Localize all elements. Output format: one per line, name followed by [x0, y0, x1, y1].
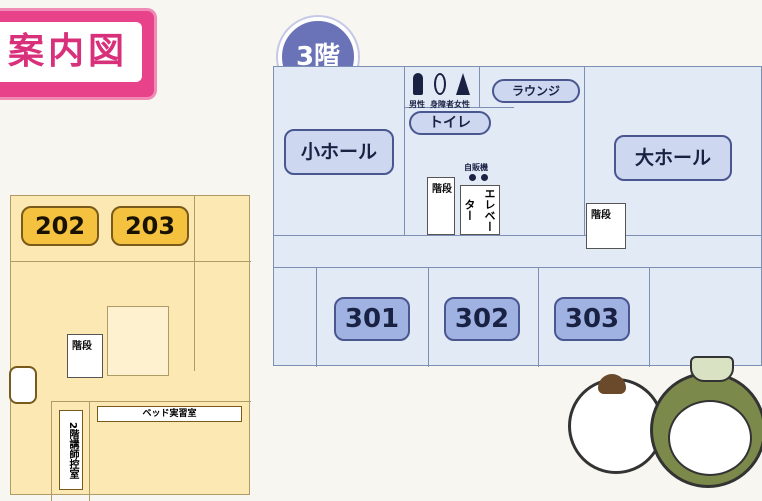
- small-hall[interactable]: 小ホール: [284, 129, 394, 175]
- accessible-toilet-label: 身障者: [430, 100, 454, 109]
- vending-label: 自販機: [464, 163, 488, 172]
- large-hall[interactable]: 大ホール: [614, 135, 732, 181]
- floor3-plan: 小ホール 大ホール ラウンジ トイレ 男性 身障者 女性 自販機 階段 エレベー…: [273, 66, 762, 367]
- floor3-stairs-right[interactable]: 階段: [586, 203, 626, 249]
- toilet[interactable]: トイレ: [409, 111, 491, 135]
- room-202[interactable]: 202: [21, 206, 99, 246]
- floor2-elevator-shaft: [107, 306, 169, 376]
- mascot-teacup-hat: [690, 356, 734, 382]
- male-toilet-label: 男性: [409, 100, 425, 109]
- vending-dot-2: [481, 174, 488, 181]
- female-toilet-label: 女性: [454, 100, 470, 109]
- bed-room[interactable]: ベッド実習室: [97, 406, 242, 422]
- vending-dot-1: [469, 174, 476, 181]
- floor2-plan: 202 203 階段 ベッド実習室 2階講師控室: [9, 195, 251, 501]
- room-302[interactable]: 302: [444, 297, 520, 341]
- floor2-corridor-bar: [9, 366, 37, 404]
- room-303[interactable]: 303: [554, 297, 630, 341]
- lounge[interactable]: ラウンジ: [492, 79, 580, 103]
- mascot-white-hat: [598, 374, 626, 394]
- male-icon: [413, 73, 423, 95]
- female-icon: [456, 73, 470, 95]
- floor3-stairs-center[interactable]: 階段: [427, 177, 455, 235]
- elevator[interactable]: エレベーター: [460, 185, 500, 235]
- accessible-icon: [434, 73, 446, 95]
- floor2-stairs[interactable]: 階段: [67, 334, 103, 378]
- map-title: 案内図: [0, 22, 142, 82]
- room-203[interactable]: 203: [111, 206, 189, 246]
- mascot-green-face: [668, 400, 752, 476]
- lecturer-room[interactable]: 2階講師控室: [59, 410, 83, 490]
- room-301[interactable]: 301: [334, 297, 410, 341]
